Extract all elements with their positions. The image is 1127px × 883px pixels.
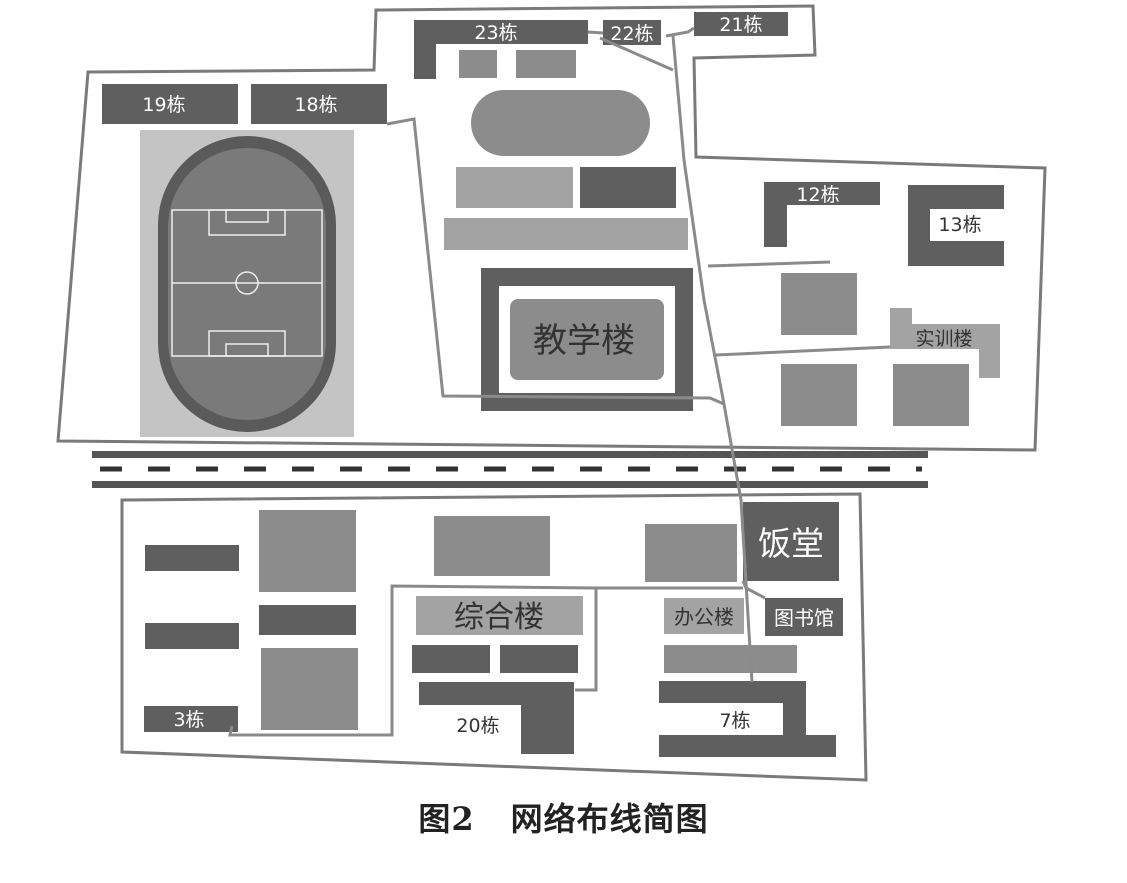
building-19-label: 19栋	[142, 94, 185, 116]
library-label: 图书馆	[774, 606, 834, 630]
building-block	[444, 218, 688, 250]
building-block	[145, 545, 239, 571]
building-block	[261, 648, 358, 730]
oval-building	[471, 90, 650, 156]
teaching-building: 教学楼	[481, 268, 693, 411]
training-building: 实训楼	[890, 308, 1000, 378]
building-18-label: 18栋	[294, 94, 337, 116]
campus-network-wiring-map: 23栋 22栋 21栋 19栋 18栋 教学楼 12栋 13栋 实训楼 饭堂	[56, 4, 1047, 782]
teaching-building-label: 教学楼	[533, 321, 635, 361]
cable-to-12-13	[707, 260, 831, 268]
building-block	[781, 364, 857, 426]
building-block	[664, 645, 797, 673]
network-cabling	[228, 26, 891, 737]
building-block	[412, 645, 490, 673]
building-22-label: 22栋	[610, 23, 653, 45]
building-block	[781, 273, 857, 335]
cable-to-7	[739, 499, 754, 683]
building-7: 7栋	[659, 681, 836, 757]
building-12-label: 12栋	[796, 184, 839, 206]
sports-field	[140, 130, 354, 437]
figure-number: 图2	[418, 800, 475, 838]
cable-to-complex	[228, 584, 597, 737]
cable-to-18	[386, 117, 725, 406]
building-19: 19栋	[102, 84, 238, 124]
building-block	[500, 645, 578, 673]
building-20-label: 20栋	[456, 715, 499, 737]
building-3: 3栋	[144, 706, 238, 732]
road	[92, 451, 928, 488]
building-block	[456, 167, 573, 208]
library: 图书馆	[765, 598, 843, 636]
building-18: 18栋	[251, 84, 387, 124]
office-building-label: 办公楼	[674, 605, 734, 629]
building-block	[516, 50, 576, 78]
canteen: 饭堂	[743, 502, 839, 581]
building-13-label: 13栋	[938, 214, 981, 236]
office-building: 办公楼	[664, 598, 744, 634]
building-block	[145, 623, 239, 649]
complex-building-label: 综合楼	[454, 600, 544, 635]
building-block	[645, 524, 737, 582]
figure-title: 网络布线简图	[510, 800, 709, 838]
complex-building: 综合楼	[416, 596, 583, 635]
canteen-label: 饭堂	[758, 524, 824, 563]
cable-south-trunk	[575, 586, 743, 692]
building-21: 21栋	[694, 12, 788, 36]
building-block	[893, 364, 969, 426]
cable-backbone	[599, 36, 674, 72]
training-building-label: 实训楼	[915, 328, 972, 350]
building-block	[259, 510, 356, 592]
cable-backbone	[665, 26, 695, 38]
building-23-label: 23栋	[474, 22, 517, 44]
building-20: 20栋	[419, 682, 574, 754]
building-7-label: 7栋	[719, 710, 750, 732]
building-block	[459, 50, 497, 78]
cable-backbone	[671, 35, 743, 501]
building-22: 22栋	[603, 20, 661, 45]
building-block	[434, 516, 550, 576]
building-3-label: 3栋	[173, 709, 204, 731]
cable-to-training	[715, 345, 891, 357]
figure-caption: 图2 网络布线简图	[0, 794, 1127, 840]
building-12: 12栋	[764, 182, 880, 247]
building-21-label: 21栋	[719, 14, 762, 36]
building-13: 13栋	[908, 185, 1004, 266]
cable-backbone	[587, 30, 604, 35]
building-23: 23栋	[414, 20, 588, 79]
building-block	[580, 167, 676, 208]
building-block	[259, 605, 356, 635]
